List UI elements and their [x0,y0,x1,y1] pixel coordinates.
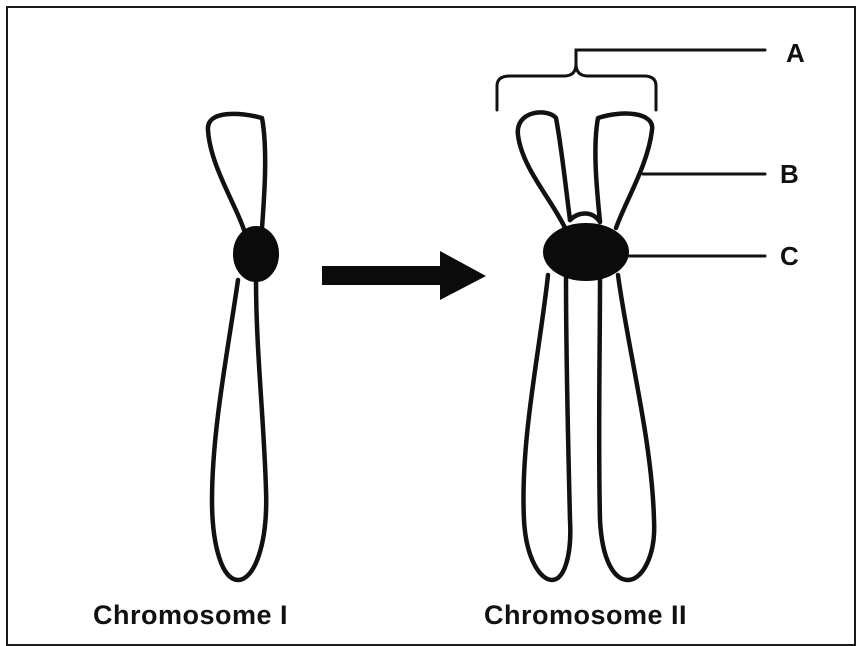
chromatid-right-lower [599,275,654,580]
chromatid-left-upper [518,112,570,228]
chromatid-notch [570,214,600,223]
caption-chromosome-1: Chromosome I [93,600,288,631]
label-a: A [786,38,805,69]
chromosome-1-centromere [234,227,278,281]
label-b: B [780,159,799,190]
chromosome-2-centromere [544,224,628,280]
chromosome-1-lower-arm [212,280,266,580]
arrow-head [440,251,486,300]
chromatid-right-upper [595,114,652,228]
transition-arrow [322,251,486,300]
chromosome-1-upper-arm [208,114,265,230]
chromatid-bracket [497,64,656,110]
label-c: C [780,241,799,272]
chromosome-1 [208,114,278,580]
arrow-shaft [322,266,444,285]
chromosome-2 [518,112,654,580]
chromatid-left-lower [523,275,570,580]
caption-chromosome-2: Chromosome II [484,600,687,631]
pointer-line-a [576,50,765,64]
